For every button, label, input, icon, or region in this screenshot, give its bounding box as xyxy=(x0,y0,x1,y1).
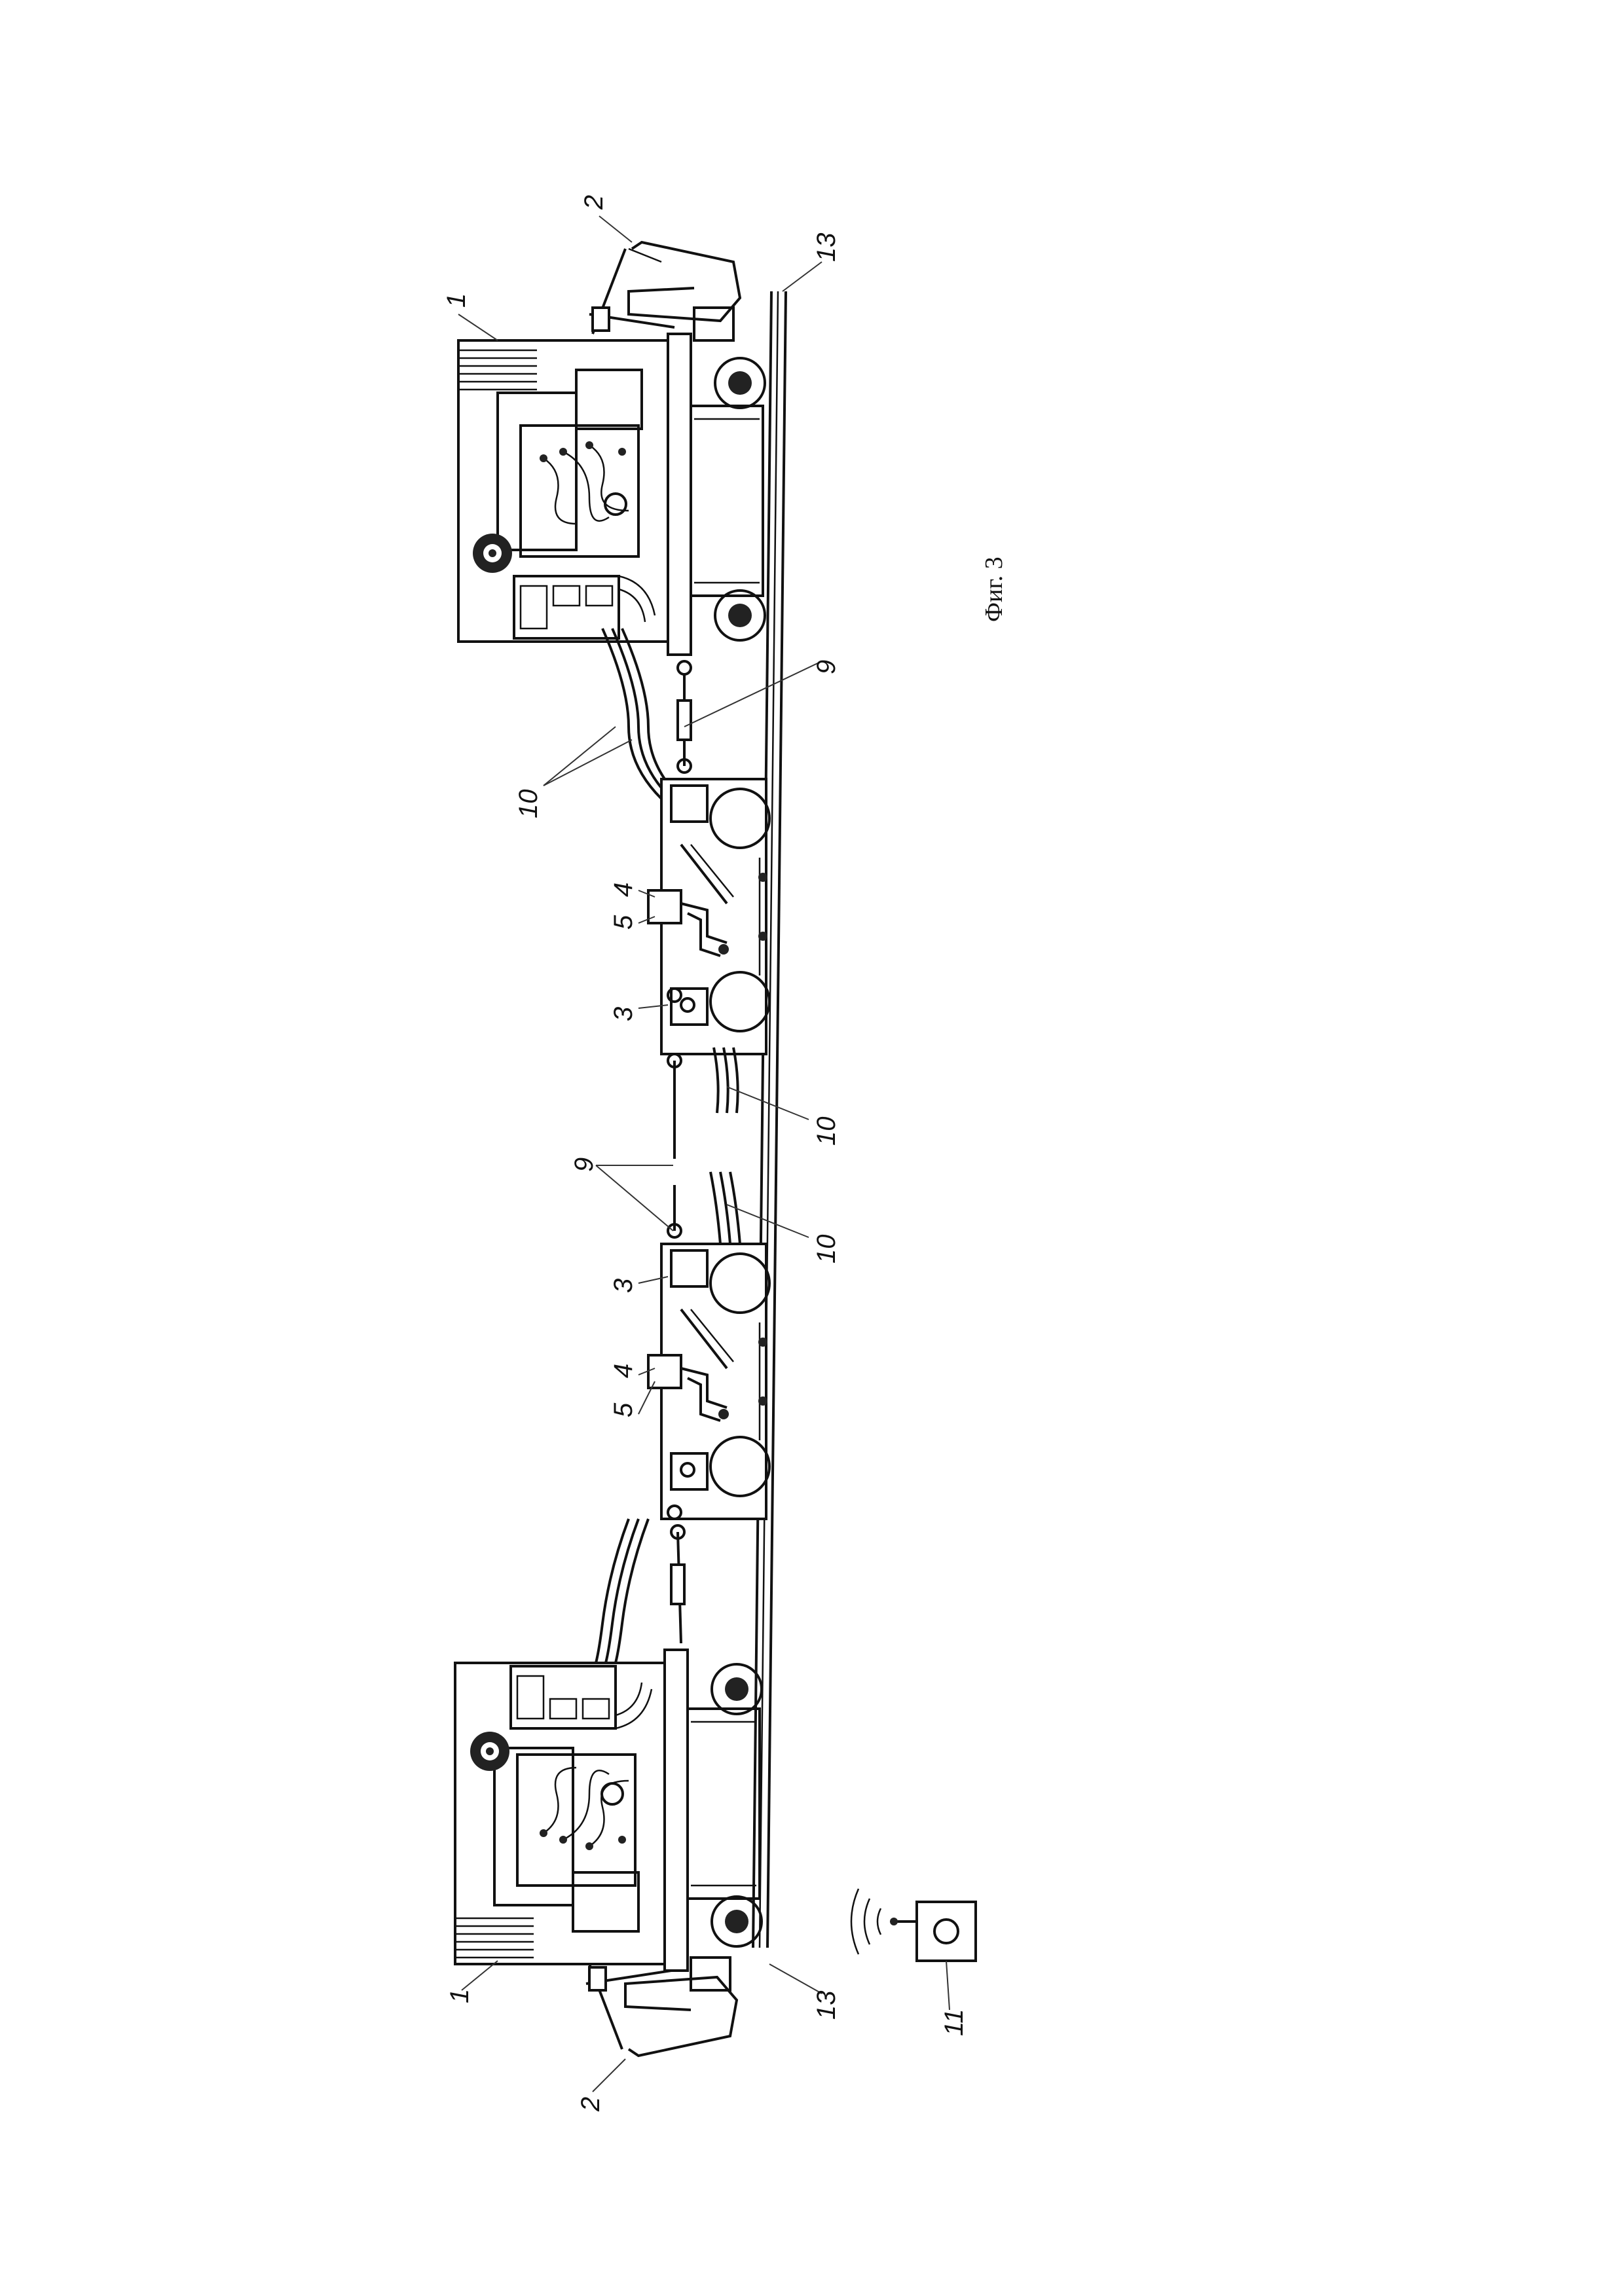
reference-numerals: 1 2 13 9 10 4 5 3 10 9 10 3 4 5 1 2 13 1… xyxy=(442,195,969,2112)
label-13-top: 13 xyxy=(812,233,841,263)
vent-grille xyxy=(458,349,537,391)
label-13-bottom: 13 xyxy=(812,1991,841,2020)
label-5-lower: 5 xyxy=(609,1402,638,1417)
upper-unit xyxy=(647,778,771,1055)
bottom-machine-wheel-upper xyxy=(710,1663,763,1715)
label-10-mid-1: 10 xyxy=(812,1117,841,1146)
top-cable xyxy=(676,660,692,774)
top-machine-wheel-right xyxy=(714,357,766,409)
label-4-upper: 4 xyxy=(609,883,638,897)
bottom-trolley xyxy=(585,1956,739,2058)
top-hoses xyxy=(601,628,682,800)
middle-hoses-lower xyxy=(709,1171,741,1245)
label-3-lower: 3 xyxy=(609,1279,638,1293)
bottom-cable xyxy=(670,1524,686,1644)
label-11: 11 xyxy=(940,2009,969,2036)
label-10-top: 10 xyxy=(514,790,543,819)
bottom-machine-wheel-lower xyxy=(710,1895,763,1948)
label-1-top: 1 xyxy=(442,293,471,308)
label-1-bottom: 1 xyxy=(445,1989,474,2003)
bottom-hoses xyxy=(589,1518,650,1677)
remote-control xyxy=(850,1888,977,1962)
top-trolley xyxy=(589,240,742,342)
figure-caption: Фиг. 3 xyxy=(980,556,1008,622)
label-2-top: 2 xyxy=(580,195,608,210)
vent-grille xyxy=(455,1917,534,1959)
leader-lines xyxy=(458,215,950,2092)
middle-hoses-upper xyxy=(712,1047,739,1114)
top-machine xyxy=(457,333,766,656)
label-9-top: 9 xyxy=(812,660,841,674)
label-2-bottom: 2 xyxy=(576,2097,605,2112)
bottom-machine xyxy=(454,1649,763,1972)
label-4-lower: 4 xyxy=(609,1364,638,1378)
middle-cable xyxy=(667,1053,682,1239)
label-3-upper: 3 xyxy=(609,1007,638,1021)
lower-unit xyxy=(647,1243,771,1520)
label-10-mid-2: 10 xyxy=(812,1235,841,1264)
top-machine-wheel-left xyxy=(714,589,766,642)
label-5-upper: 5 xyxy=(609,915,638,930)
label-9-mid: 9 xyxy=(570,1157,599,1172)
